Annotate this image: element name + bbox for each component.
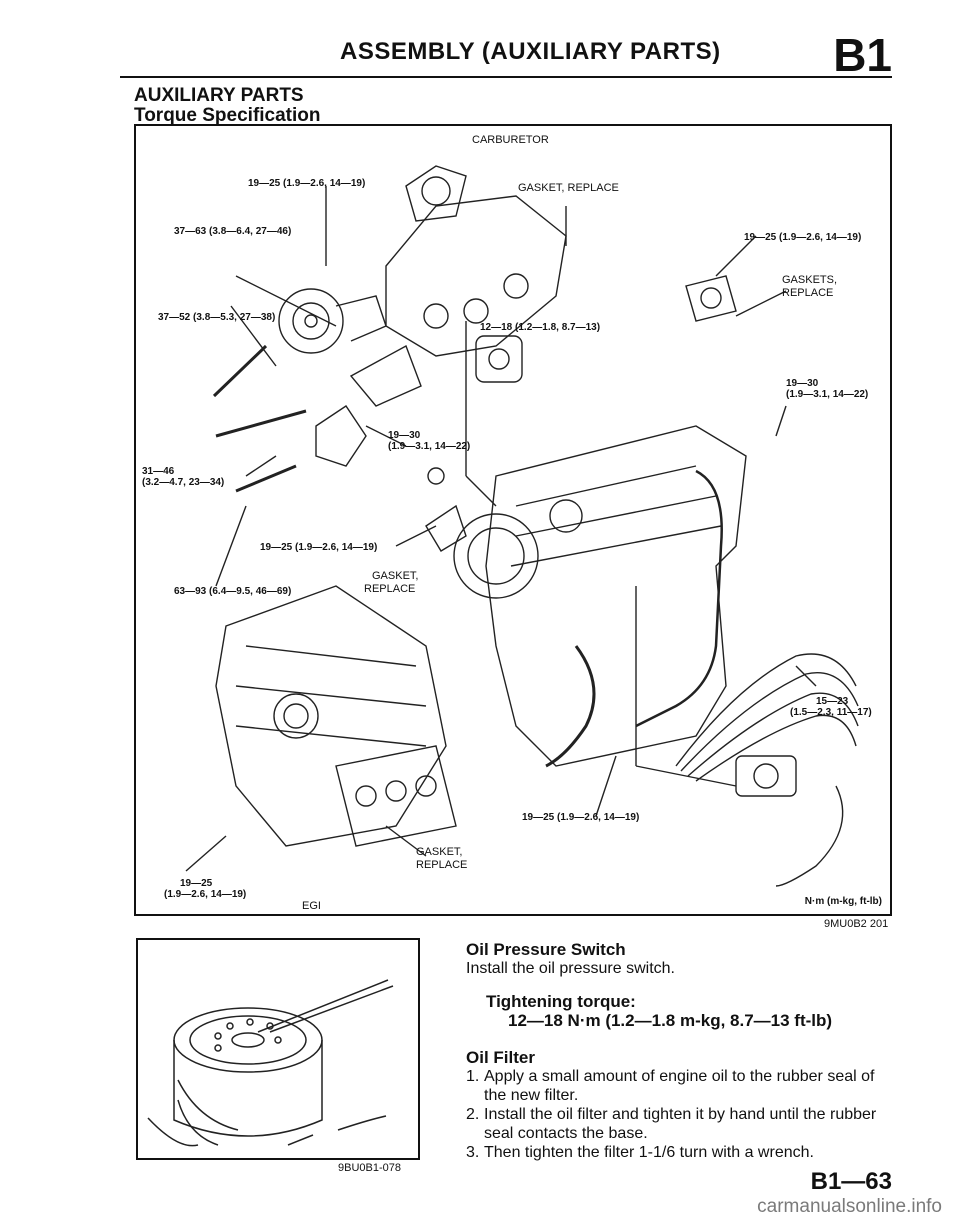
label-torque-12-18: 12—18 (1.2—1.8, 8.7—13) xyxy=(480,322,601,333)
step-text: Install the oil filter and tighten it by… xyxy=(484,1106,877,1142)
label-torque-bottom-center: 19—25 (1.9—2.6, 14—19) xyxy=(522,812,640,823)
step-number: 3. xyxy=(466,1144,480,1161)
watermark: carmanualsonline.info xyxy=(757,1196,942,1217)
label-torque-bottom-left-1: 19—25 xyxy=(180,878,213,889)
step-number: 1. xyxy=(466,1068,480,1085)
page-title: ASSEMBLY (AUXILIARY PARTS) xyxy=(340,38,721,65)
label-units: N·m (m-kg, ft-lb) xyxy=(804,896,882,907)
label-gaskets-replace-right-2: REPLACE xyxy=(782,287,834,299)
oil-filter-illustration xyxy=(136,938,420,1160)
label-torque-37-52: 37—52 (3.8—5.3, 27—38) xyxy=(158,312,276,323)
label-torque-center-19-30-2: (1.9—3.1, 14—22) xyxy=(388,441,471,452)
label-torque-right-19-30-2: (1.9—3.1, 14—22) xyxy=(786,389,869,400)
label-torque-15-23-2: (1.5—2.3, 11—17) xyxy=(790,707,872,718)
label-gasket-mid-2: REPLACE xyxy=(364,583,416,595)
label-torque-center-19-30-1: 19—30 xyxy=(388,430,421,441)
label-torque-top-center: 19—25 (1.9—2.6, 14—19) xyxy=(248,178,366,189)
label-torque-31-46-2: (3.2—4.7, 23—34) xyxy=(142,477,225,488)
label-egi: EGI xyxy=(302,900,321,912)
oil-pressure-switch-heading: Oil Pressure Switch xyxy=(466,940,626,959)
label-torque-31-46-1: 31—46 xyxy=(142,466,175,477)
step-text: Then tighten the filter 1-1/6 turn with … xyxy=(484,1144,814,1161)
label-gasket-bottom-1: GASKET, xyxy=(416,846,463,858)
instructions-column: Oil Pressure Switch Install the oil pres… xyxy=(466,940,892,1162)
step-text: Apply a small amount of engine oil to th… xyxy=(484,1068,875,1104)
page-number: B1—63 xyxy=(810,1168,892,1195)
label-torque-right-top: 19—25 (1.9—2.6, 14—19) xyxy=(744,232,862,243)
label-gasket-bottom-2: REPLACE xyxy=(416,859,468,871)
oil-filter-heading: Oil Filter xyxy=(466,1048,535,1067)
oil-filter-drawing xyxy=(147,979,394,1147)
section-heading: AUXILIARY PARTS Torque Specification xyxy=(134,86,321,126)
tightening-torque-value: 12—18 N·m (1.2—1.8 m-kg, 8.7—13 ft-lb) xyxy=(508,1011,833,1030)
label-gaskets-replace-right-1: GASKETS, xyxy=(782,274,838,286)
label-gasket-mid-1: GASKET, xyxy=(372,570,419,582)
figure-code-filter: 9BU0B1-078 xyxy=(338,1162,401,1174)
step-item: 2. Install the oil filter and tighten it… xyxy=(466,1105,892,1143)
label-carburetor: CARBURETOR xyxy=(472,134,549,146)
engine-drawing xyxy=(185,165,859,887)
tightening-torque-block: Tightening torque: 12—18 N·m (1.2—1.8 m-… xyxy=(486,992,892,1030)
section-code: B1 xyxy=(833,29,892,81)
tightening-torque-label: Tightening torque: xyxy=(486,992,636,1011)
label-torque-63-93: 63—93 (6.4—9.5, 46—69) xyxy=(174,586,292,597)
label-torque-right-19-30-1: 19—30 xyxy=(786,378,819,389)
oil-pressure-switch-body: Install the oil pressure switch. xyxy=(466,960,675,977)
label-torque-37-63: 37—63 (3.8—6.4, 27—46) xyxy=(174,226,292,237)
label-gasket-replace-top: GASKET, REPLACE xyxy=(518,182,619,194)
label-torque-15-23-1: 15—23 xyxy=(816,696,849,707)
step-item: 1. Apply a small amount of engine oil to… xyxy=(466,1067,892,1105)
engine-exploded-diagram: CARBURETOR 19—25 (1.9—2.6, 14—19) GASKET… xyxy=(134,124,892,916)
figure-code-main: 9MU0B2 201 xyxy=(824,918,889,930)
label-torque-mid-19-25: 19—25 (1.9—2.6, 14—19) xyxy=(260,542,378,553)
heading-torque-specification: Torque Specification xyxy=(134,105,321,126)
label-torque-bottom-left-2: (1.9—2.6, 14—19) xyxy=(164,889,247,900)
header-divider xyxy=(120,76,892,78)
heading-auxiliary-parts: AUXILIARY PARTS xyxy=(134,85,304,106)
page-header: ASSEMBLY (AUXILIARY PARTS) B1 xyxy=(120,28,892,81)
step-number: 2. xyxy=(466,1106,480,1123)
step-item: 3. Then tighten the filter 1-1/6 turn wi… xyxy=(466,1143,892,1162)
